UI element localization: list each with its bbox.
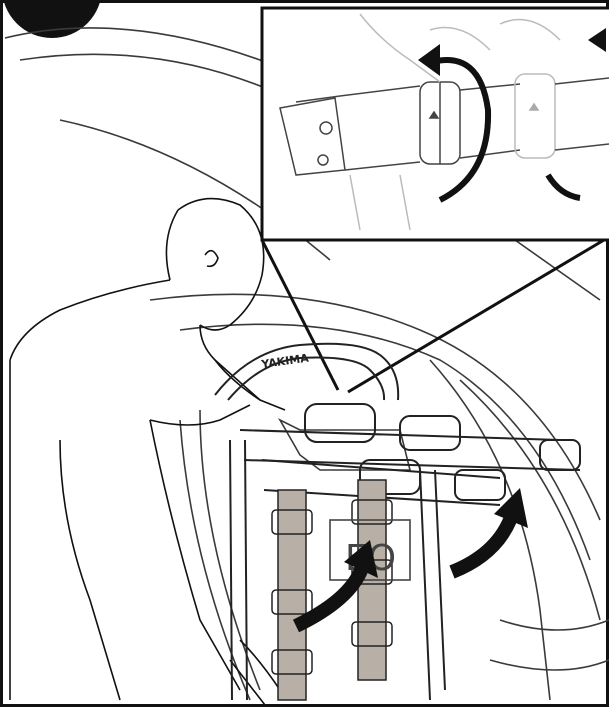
- rotate-arrows: [431, 57, 581, 203]
- rotate-arrow-head: [418, 44, 440, 76]
- rack-logo: YAKIMA: [260, 351, 310, 371]
- step-badge: [3, 0, 101, 38]
- zoom-inset: [260, 6, 609, 242]
- swing-arrows: [292, 488, 528, 633]
- straps: [271, 479, 393, 701]
- rotate-arrow-head-right: [588, 28, 606, 52]
- person: [9, 197, 286, 706]
- car-body: [4, 27, 609, 701]
- zoom-inset-detail: [279, 13, 609, 231]
- bike-rack: [214, 342, 446, 701]
- callout-lines: [260, 238, 605, 394]
